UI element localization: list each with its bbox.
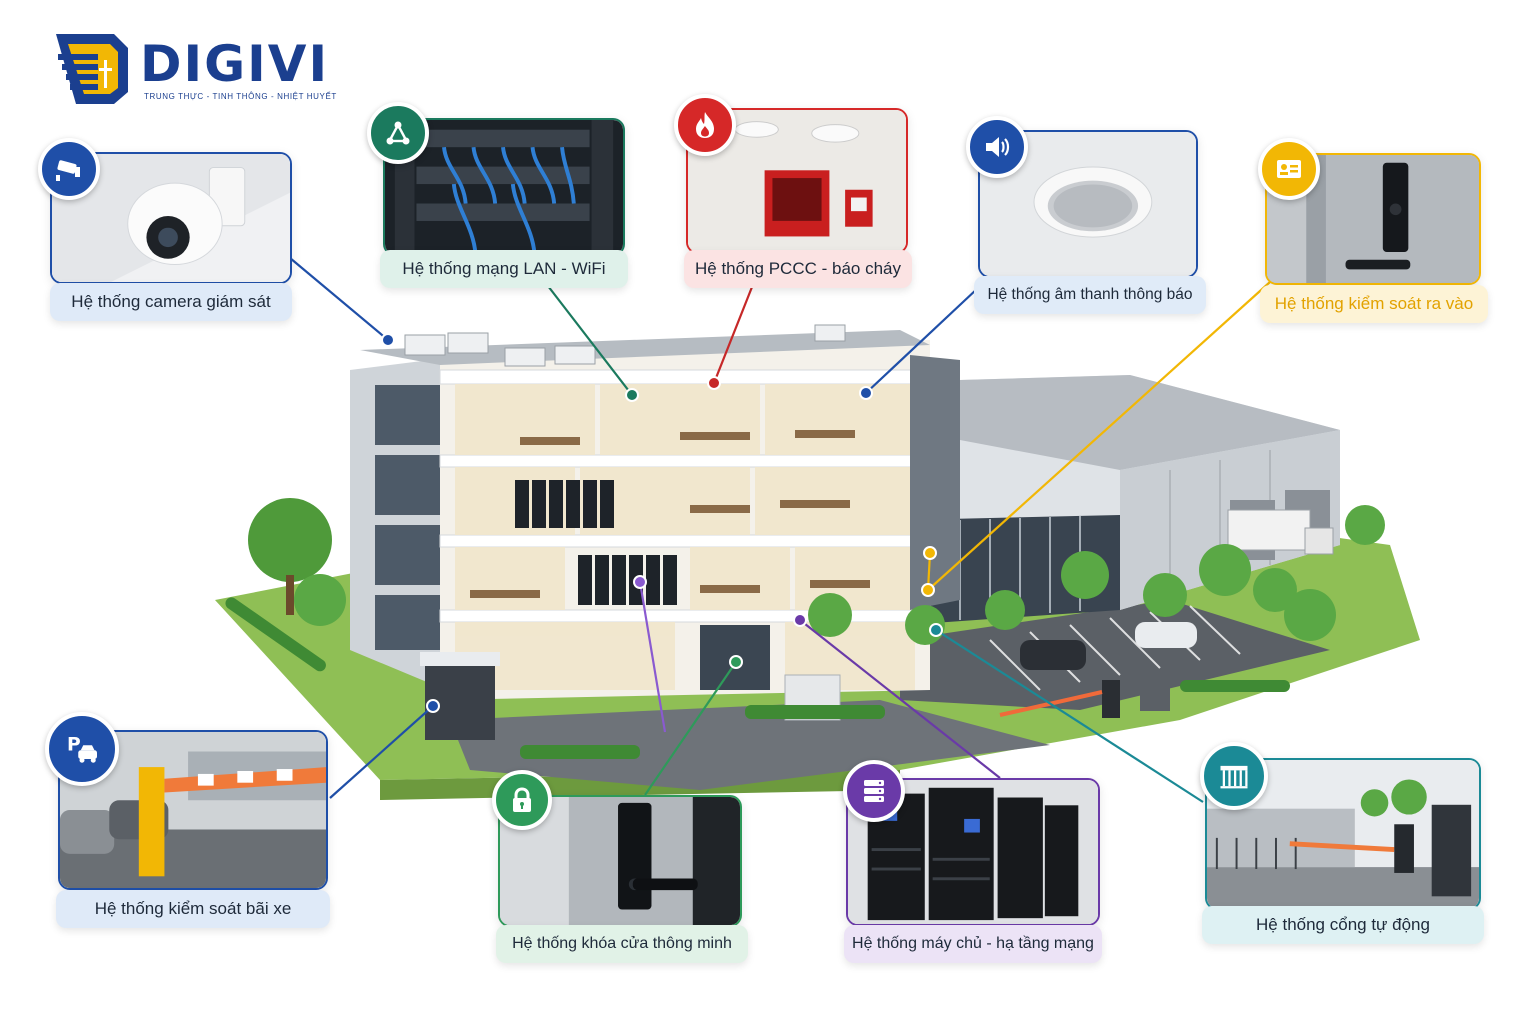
parking-card (58, 730, 328, 890)
access-label: Hệ thống kiểm soát ra vào (1260, 285, 1488, 323)
camera-photo (52, 154, 290, 282)
gate-label: Hệ thống cổng tự động (1202, 906, 1484, 944)
brand-logo: DIGIVI TRUNG THỰC - TINH THÔNG - NHIỆT H… (54, 30, 354, 110)
brand-name: DIGIVI (140, 35, 330, 93)
digivi-logo-mark (56, 34, 128, 104)
parking-label: Hệ thống kiểm soát bãi xe (56, 890, 330, 928)
lan-label: Hệ thống mạng LAN - WiFi (380, 250, 628, 288)
gate-icon (1200, 742, 1268, 810)
lock-icon (492, 770, 552, 830)
fire-icon (674, 94, 736, 156)
camera-label: Hệ thống camera giám sát (50, 283, 292, 321)
server-icon (843, 760, 905, 822)
access-card (1265, 153, 1481, 285)
cctv-camera-icon (38, 138, 100, 200)
fire-card (686, 108, 908, 254)
lock-label: Hệ thống khóa cửa thông minh (496, 925, 748, 963)
parking-photo (60, 732, 326, 888)
network-icon (367, 102, 429, 164)
parking-car-icon: P (45, 712, 119, 786)
speaker-label: Hệ thống âm thanh thông báo (974, 276, 1206, 314)
speaker-icon (966, 116, 1028, 178)
fire-label: Hệ thống PCCC - báo cháy (684, 250, 912, 288)
access-photo (1267, 155, 1479, 283)
camera-card (50, 152, 292, 284)
svg-text:P: P (67, 734, 81, 755)
server-label: Hệ thống máy chủ - hạ tầng mạng (844, 925, 1102, 963)
brand-tagline: TRUNG THỰC - TINH THÔNG - NHIỆT HUYẾT (144, 92, 337, 101)
fire-photo (688, 110, 906, 252)
id-card-icon (1258, 138, 1320, 200)
